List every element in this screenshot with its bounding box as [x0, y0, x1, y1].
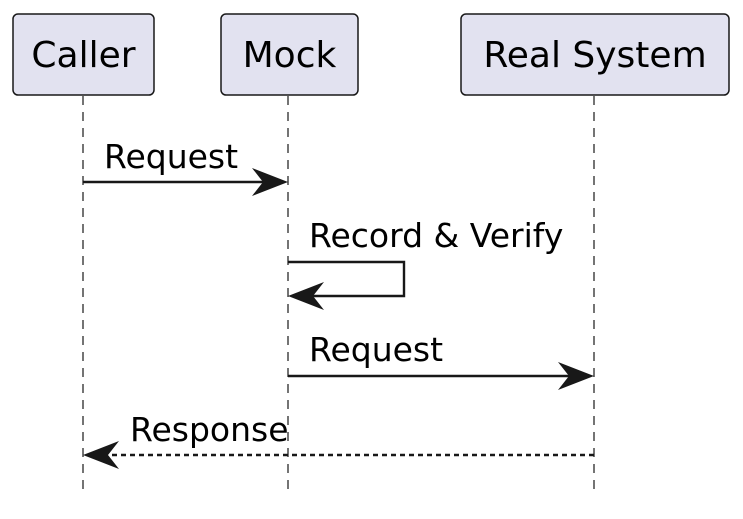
participant-real-system-box — [460, 13, 730, 96]
message-line — [288, 260, 406, 298]
message-caller-to-mock: Request — [83, 137, 288, 196]
participant-mock: Mock — [220, 13, 359, 96]
arrowhead — [252, 168, 288, 196]
participant-real-system: Real System — [460, 13, 730, 96]
arrowhead — [83, 441, 119, 469]
participant-caller-label: Caller — [31, 35, 135, 76]
message-label: Record & Verify — [309, 216, 563, 255]
participant-real-system-label: Real System — [483, 35, 706, 76]
participant-mock-label: Mock — [243, 35, 337, 76]
message-mock-to-real-system: Request — [288, 330, 594, 390]
message-label: Response — [130, 410, 289, 449]
message-label: Request — [104, 137, 238, 176]
arrowhead — [558, 362, 594, 390]
message-real-system-to-caller: Response — [83, 410, 594, 469]
participant-caller: Caller — [12, 13, 155, 96]
arrowhead — [288, 282, 324, 310]
message-label: Request — [309, 330, 443, 369]
participant-mock-box — [220, 13, 359, 96]
message-mock-self: Record & Verify — [288, 216, 563, 310]
participant-caller-box — [12, 13, 155, 96]
